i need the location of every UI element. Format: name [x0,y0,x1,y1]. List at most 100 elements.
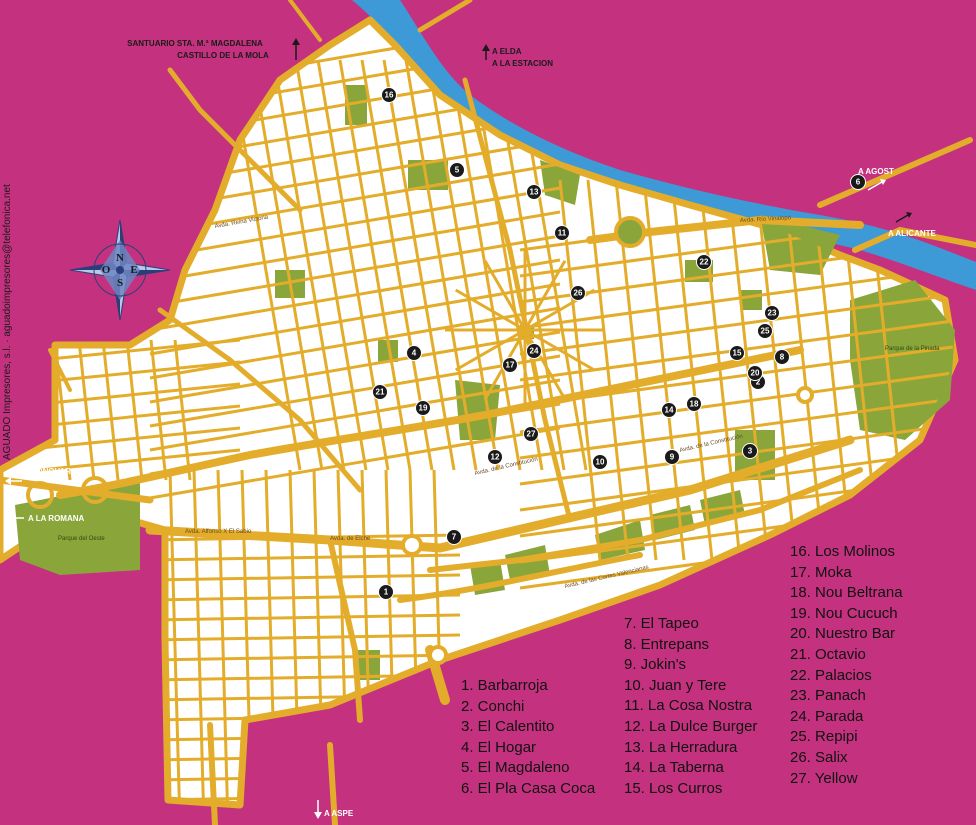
marker-dot [446,529,462,545]
legend-item[interactable]: 13. La Herradura [624,738,738,756]
marker-number: 10 [596,458,605,467]
legend-item[interactable]: 20. Nuestro Bar [790,625,896,643]
legend-item[interactable]: 4. El Hogar [461,738,537,756]
arrow-down-icon [314,800,322,819]
marker-dot [526,343,542,359]
map-marker[interactable]: 15 [729,345,745,361]
marker-number: 22 [700,258,709,267]
legend-item[interactable]: 27. Yellow [790,769,858,787]
legend-item[interactable]: 8. Entrepans [624,635,710,653]
marker-dot [406,345,422,361]
svg-text:A AGOST: A AGOST [858,167,894,176]
plazas [26,216,814,665]
direction-elda[interactable]: A ELDA A LA ESTACION [482,44,553,68]
map-marker[interactable]: 19 [415,400,431,416]
map-marker[interactable]: 25 [757,323,773,339]
map-marker[interactable]: 20 [747,365,763,381]
marker-dot [592,454,608,470]
legend-item[interactable]: 25. Repipi [790,728,858,746]
map-marker[interactable]: 17 [502,357,518,373]
legend-item[interactable]: 18. Nou Beltrana [790,584,903,602]
legend-item[interactable]: 16. Los Molinos [790,543,896,560]
legend-item[interactable]: 10. Juan y Tere [624,676,727,694]
legend-item[interactable]: 19. Nou Cucuch [790,604,898,622]
marker-number: 23 [768,309,777,318]
legend-item[interactable]: 15. Los Curros [624,779,723,797]
marker-dot [774,349,790,365]
map-marker[interactable]: 12 [487,449,503,465]
legend-item[interactable]: 2. Conchi [461,697,525,715]
map-marker[interactable]: 4 [406,345,422,361]
map-marker[interactable]: 14 [661,402,677,418]
direction-agost[interactable]: A AGOST [858,167,894,191]
marker-dot [381,87,397,103]
map-marker[interactable]: 16 [381,87,397,103]
legend-item[interactable]: 17. Moka [790,563,852,581]
marker-number: 2 [756,378,761,387]
marker-number: 4 [412,349,417,358]
legend-item[interactable]: 21. Octavio [790,645,866,663]
map-marker[interactable]: 3 [742,443,758,459]
map-marker[interactable]: 24 [526,343,542,359]
direction-romana[interactable]: A LA ROMANA [9,514,85,523]
map-marker[interactable]: 9 [664,449,680,465]
arrow-up-icon [292,38,300,60]
legend-item[interactable]: 9. Jokin's [624,656,687,674]
marker-dot [502,357,518,373]
marker-number: 15 [733,349,742,358]
legend-item[interactable]: 6. El Pla Casa Coca [461,779,596,797]
compass-east: E [130,264,137,276]
compass-west: O [102,264,111,276]
legend-item[interactable]: 26. Salix [790,748,848,766]
legend-item[interactable]: 11. La Cosa Nostra [624,697,753,715]
marker-number: 20 [751,369,760,378]
map-marker[interactable]: 6 [850,174,866,190]
legend-item[interactable]: 3. El Calentito [461,718,555,736]
map-marker[interactable]: 27 [523,426,539,442]
legend-item[interactable]: 12. La Dulce Burger [624,717,758,735]
map-marker[interactable]: 13 [526,184,542,200]
compass-south: S [117,277,123,289]
marker-number: 17 [506,361,515,370]
direction-alicante[interactable]: A ALICANTE [888,212,937,238]
direction-aspe[interactable]: A ASPE [314,800,354,819]
street-label: Avda. Río Vinalopó [740,215,792,224]
legend-item[interactable]: 5. El Magdaleno [461,759,570,777]
direction-santuario[interactable]: SANTUARIO STA. M.ª MAGDALENA CASTILLO DE… [127,38,300,60]
legend-column-1: 1. Barbarroja 2. Conchi 3. El Calentito 4. … [461,676,595,800]
map-marker[interactable]: 8 [774,349,790,365]
map-marker[interactable]: 18 [686,396,702,412]
map-marker[interactable]: 23 [764,305,780,321]
legend-column-2: 7. El Tapeo 8. Entrepans 9. Jokin's 10. Jua… [624,614,757,799]
svg-text:A MONOVAR: A MONOVAR [22,467,71,476]
marker-dot [686,396,702,412]
marker-dot [378,584,394,600]
map-marker[interactable]: 7 [446,529,462,545]
marker-number: 7 [452,533,457,542]
compass-north: N [116,252,124,264]
legend-item[interactable]: 24. Parada [790,707,864,725]
marker-dot [742,443,758,459]
direction-labels: SANTUARIO STA. M.ª MAGDALENA CASTILLO DE… [5,38,937,819]
legend-item[interactable]: 23. Panach [790,687,866,705]
direction-monovar[interactable]: A MONOVAR [5,467,71,485]
marker-dot [757,323,773,339]
legend-item[interactable]: 14. La Taberna [624,759,724,777]
map-marker[interactable]: 1 [378,584,394,600]
map-marker[interactable]: 5 [449,162,465,178]
map-marker[interactable]: 26 [570,285,586,301]
legend-item[interactable]: 7. El Tapeo [624,615,699,632]
svg-text:A LA ESTACION: A LA ESTACION [492,59,553,68]
legend-item[interactable]: 1. Barbarroja [461,677,548,694]
marker-dot [747,365,763,381]
legend-item[interactable]: 22. Palacios [790,666,872,684]
printer-credit: AGUADO Impresores, s.l. · aguadoimpresor… [2,184,13,460]
map-marker[interactable]: 21 [372,384,388,400]
svg-text:A LA ROMANA: A LA ROMANA [28,514,85,523]
map-marker[interactable]: 11 [554,225,570,241]
map-marker[interactable]: 22 [696,254,712,270]
marker-dot [554,225,570,241]
map-marker[interactable]: 10 [592,454,608,470]
